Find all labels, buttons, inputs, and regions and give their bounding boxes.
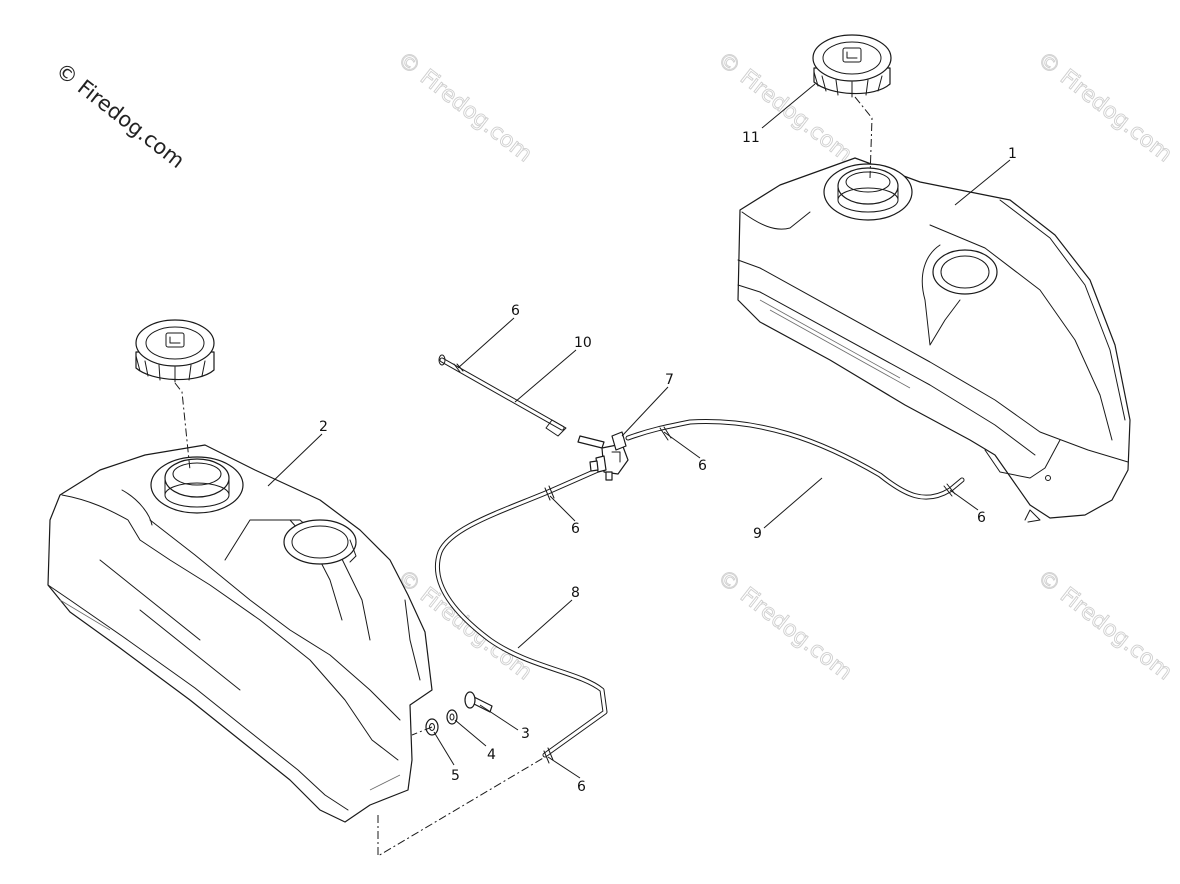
fuel-cap-right bbox=[812, 34, 892, 98]
callout-8: 8 bbox=[571, 585, 580, 601]
fuel-tank-left bbox=[47, 444, 433, 823]
fuel-cap-left bbox=[135, 319, 215, 383]
assembly-lines bbox=[174, 96, 873, 857]
watermark-3: © Firedog.com bbox=[1032, 47, 1176, 167]
hose-9 bbox=[625, 419, 965, 500]
callout-group: 1 2 3 4 5 6 6 6 6 6 7 8 9 10 11 bbox=[267, 83, 1017, 795]
callout-6-hose8-end: 6 bbox=[577, 779, 586, 795]
callout-6-valve-right: 6 bbox=[698, 458, 707, 474]
callout-11: 11 bbox=[742, 130, 760, 146]
callout-10: 10 bbox=[574, 335, 592, 351]
lock-washer bbox=[446, 709, 458, 725]
fuel-valve bbox=[577, 431, 629, 481]
callout-5: 5 bbox=[451, 768, 460, 784]
callout-7: 7 bbox=[665, 372, 674, 388]
watermark-1: © Firedog.com bbox=[392, 47, 536, 167]
callout-6-hose9-end: 6 bbox=[977, 510, 986, 526]
watermark-6: © Firedog.com bbox=[712, 565, 856, 685]
callout-3: 3 bbox=[521, 726, 530, 742]
callout-6-hose10: 6 bbox=[511, 303, 520, 319]
hose-8 bbox=[434, 467, 608, 764]
watermark-7: © Firedog.com bbox=[1032, 565, 1176, 685]
callout-6-valve-left: 6 bbox=[571, 521, 580, 537]
callout-1: 1 bbox=[1008, 146, 1017, 162]
callout-2: 2 bbox=[319, 419, 328, 435]
hose-10 bbox=[438, 354, 567, 437]
fuel-tank-right bbox=[737, 157, 1131, 523]
callout-4: 4 bbox=[487, 747, 496, 763]
bolt bbox=[464, 691, 493, 713]
callout-9: 9 bbox=[753, 526, 762, 542]
